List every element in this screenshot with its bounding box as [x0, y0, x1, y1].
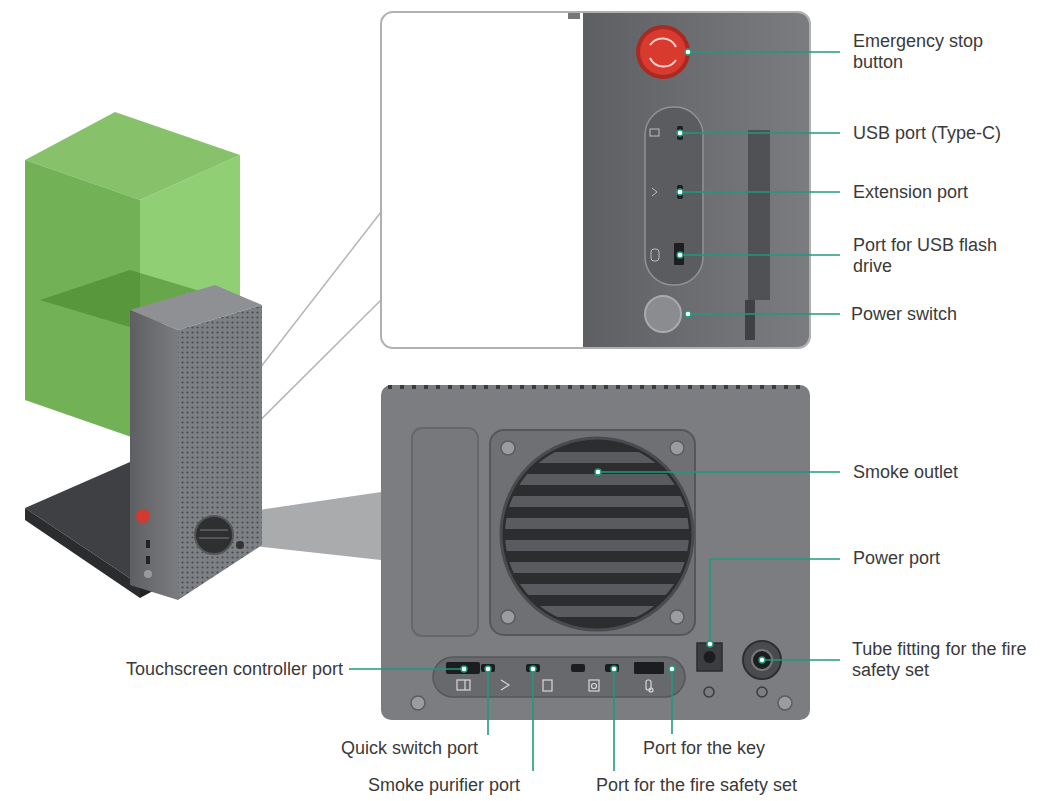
- callout-label: Power switch: [851, 304, 957, 325]
- callout-label: Tube fitting for the fire safety set: [852, 639, 1040, 681]
- callout-label: Touchscreen controller port: [126, 659, 343, 680]
- laser-device: [25, 112, 262, 600]
- callout-label: Smoke outlet: [853, 462, 958, 483]
- side-panel-inset: [381, 12, 810, 348]
- callout-label: USB port (Type-C): [853, 123, 1001, 144]
- callout-label: Port for the fire safety set: [596, 775, 797, 796]
- callout-label: Extension port: [853, 182, 968, 203]
- callout-label: Quick switch port: [341, 738, 478, 759]
- callout-label: Emergency stop button: [853, 31, 1028, 73]
- callout-label: Smoke purifier port: [368, 775, 520, 796]
- callout-label: Port for USB flash drive: [853, 235, 1033, 277]
- callout-label: Port for the key: [643, 738, 765, 759]
- leader-dots: [461, 49, 765, 672]
- leader-lines: [349, 52, 840, 771]
- callout-label: Power port: [853, 548, 940, 569]
